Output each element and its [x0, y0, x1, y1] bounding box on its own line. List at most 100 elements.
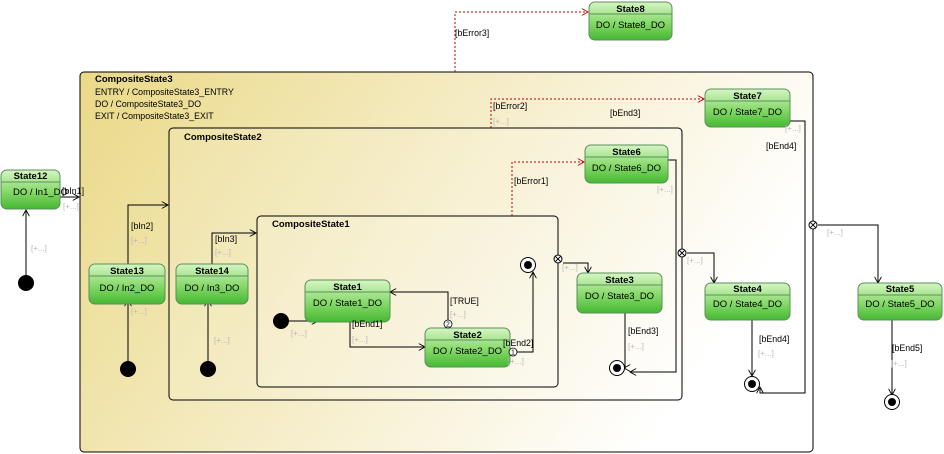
note-placeholder[interactable]: [+...]: [687, 256, 703, 265]
guard-berror3[interactable]: [bError3]: [455, 28, 489, 38]
initial-state-state13[interactable]: [120, 361, 136, 377]
guard-true[interactable]: [TRUE]: [450, 296, 479, 306]
transition-state2-state1[interactable]: [390, 292, 449, 328]
state2-title: State2: [453, 330, 482, 341]
composite-state-3-do: DO / CompositeState3_DO: [95, 99, 201, 109]
guard-bend5[interactable]: [bEnd5]: [892, 343, 922, 353]
state-state14[interactable]: State14 DO / In3_DO: [175, 263, 249, 305]
note-placeholder[interactable]: [+...]: [131, 307, 147, 316]
state-state1[interactable]: State1 DO / State1_DO: [304, 279, 391, 323]
error-transitions: [454, 12, 704, 216]
transition-cs2-state4[interactable]: [687, 252, 714, 283]
state12-title: State12: [14, 171, 48, 182]
svg-text:1: 1: [511, 350, 515, 357]
note-placeholder[interactable]: [+...]: [562, 263, 578, 272]
state7-body: DO / State7_DO: [713, 107, 782, 118]
exit-point-cs2[interactable]: [677, 248, 687, 258]
note-placeholder[interactable]: [+...]: [508, 357, 524, 366]
note-placeholder[interactable]: [+...]: [131, 236, 147, 245]
guard-berror2[interactable]: [bError2]: [493, 101, 527, 111]
note-placeholder[interactable]: [+...]: [827, 228, 843, 237]
note-placeholder[interactable]: [+...]: [63, 202, 79, 211]
state-state4[interactable]: State4 DO / State4_DO: [704, 282, 791, 321]
transition-state7-final[interactable]: [760, 120, 806, 394]
state14-body: DO / In3_DO: [185, 283, 240, 294]
final-states: [520, 257, 900, 410]
state3-title: State3: [605, 275, 634, 286]
guard-bend2[interactable]: [bEnd2]: [503, 338, 533, 348]
composite-state-3-title: CompositeState3: [95, 74, 173, 85]
composite-state-3-entry: ENTRY / CompositeState3_ENTRY: [95, 87, 234, 97]
guard-bend4[interactable]: [bEnd4]: [759, 334, 789, 344]
transition-cs2-state7[interactable]: [490, 99, 704, 128]
transition-state13-cs2[interactable]: [127, 205, 168, 264]
state-state6[interactable]: State6 DO / State6_DO: [584, 144, 669, 184]
final-state-cs3[interactable]: [744, 376, 760, 392]
state-state5[interactable]: State5 DO / State5_DO: [857, 282, 943, 321]
state8-title: State8: [616, 4, 645, 15]
transition-cs1-state6[interactable]: [511, 162, 584, 216]
composite-state-2[interactable]: CompositeState2: [168, 127, 683, 401]
initial-states: [18, 275, 289, 377]
note-placeholder[interactable]: [+...]: [493, 117, 509, 126]
state5-body: DO / State5_DO: [865, 299, 934, 310]
initial-state-state1[interactable]: [273, 313, 289, 329]
note-placeholder[interactable]: [+...]: [352, 335, 368, 344]
final-state-cs1[interactable]: [520, 257, 536, 273]
transition-state14-cs1[interactable]: [211, 233, 256, 264]
svg-text:2: 2: [446, 322, 450, 329]
state6-body: DO / State6_DO: [592, 163, 661, 174]
note-placeholder[interactable]: [+...]: [758, 349, 774, 358]
note-placeholder[interactable]: [+...]: [657, 185, 673, 194]
state-state8[interactable]: State8 DO / State8_DO: [588, 1, 673, 41]
state6-title: State6: [612, 147, 641, 158]
guard-bend4-top[interactable]: [bEnd4]: [766, 141, 796, 151]
state3-body: DO / State3_DO: [585, 291, 654, 302]
transition-cs3-state8[interactable]: [454, 12, 588, 72]
initial-state-state14[interactable]: [200, 361, 216, 377]
guard-labels: [bIn1] [bIn2] [bIn3] [bError3] [bError2]…: [62, 28, 922, 353]
note-placeholder[interactable]: [+...]: [31, 244, 47, 253]
state5-title: State5: [886, 284, 915, 295]
transition-state1-state2[interactable]: [349, 322, 425, 347]
guard-berror1[interactable]: [bError1]: [514, 176, 548, 186]
note-placeholder[interactable]: [+...]: [450, 310, 466, 319]
guard-bend3[interactable]: [bEnd3]: [628, 326, 658, 336]
note-placeholder[interactable]: [+...]: [214, 336, 230, 345]
state1-title: State1: [333, 282, 362, 293]
note-placeholder[interactable]: [+...]: [891, 359, 907, 368]
note-placeholder[interactable]: [+...]: [785, 124, 801, 133]
final-state-cs2[interactable]: [609, 360, 625, 376]
priority-marker-2: 2: [443, 319, 453, 329]
exit-point-cs1[interactable]: [553, 254, 563, 264]
state-state7[interactable]: State7 DO / State7_DO: [704, 88, 791, 128]
composite-state-3-exit: EXIT / CompositeState3_EXIT: [95, 111, 214, 121]
guard-bend1[interactable]: [bEnd1]: [352, 319, 382, 329]
state8-body: DO / State8_DO: [596, 20, 665, 31]
transition-cs3-state5[interactable]: [818, 224, 878, 283]
guard-bin2[interactable]: [bIn2]: [131, 221, 153, 231]
note-placeholder[interactable]: [+...]: [628, 342, 644, 351]
state4-title: State4: [733, 284, 762, 295]
transition-cs1-state3[interactable]: [563, 262, 588, 273]
composite-state-2-title: CompositeState2: [184, 132, 262, 143]
note-placeholder[interactable]: [+...]: [291, 329, 307, 338]
guard-bin3[interactable]: [bIn3]: [215, 234, 237, 244]
final-state-root[interactable]: [884, 394, 900, 410]
guard-bin1[interactable]: [bIn1]: [62, 186, 84, 196]
initial-state-state12[interactable]: [18, 275, 34, 291]
transition-state2-final[interactable]: [512, 272, 533, 353]
exit-point-cs3[interactable]: [808, 220, 818, 230]
priority-markers: 2 1: [443, 319, 518, 357]
state-state12[interactable]: State12 DO / In1_DO: [0, 169, 68, 210]
state-state13[interactable]: State13 DO / In2_DO: [88, 263, 166, 305]
state4-body: DO / State4_DO: [713, 299, 782, 310]
guard-bend3-top[interactable]: [bEnd3]: [610, 108, 640, 118]
transition-state6-final[interactable]: [630, 159, 677, 372]
state-state2[interactable]: State2 DO / State2_DO: [424, 327, 511, 368]
placeholder-notes: [+...] [+...] [+...] [+...] [+...] [+...…: [31, 117, 907, 368]
note-placeholder[interactable]: [+...]: [215, 248, 231, 257]
state-state3[interactable]: State3 DO / State3_DO: [576, 272, 663, 314]
state2-body: DO / State2_DO: [433, 346, 502, 357]
